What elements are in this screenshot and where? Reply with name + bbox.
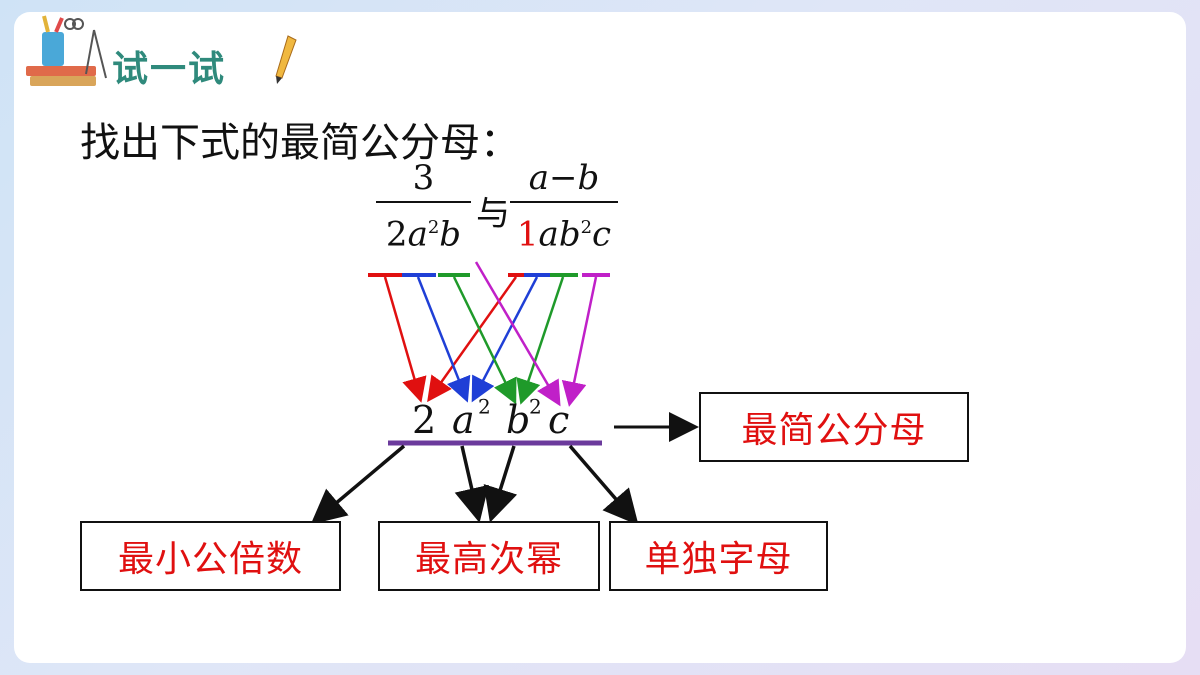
fraction-2: a−b 1ab2c [510, 158, 618, 254]
section-heading: 试一试 [112, 49, 227, 90]
segment-purple [582, 273, 610, 277]
segment-blue-2 [524, 273, 550, 277]
fraction-2-a: a [538, 214, 559, 255]
fraction-2-b: b [558, 214, 581, 255]
segment-red-1 [368, 273, 402, 277]
fraction-1-numerator: 3 [412, 158, 435, 198]
result-a-exp: 2 [478, 394, 491, 419]
result-coef: 2 [412, 398, 437, 442]
pencil-icon [275, 35, 297, 84]
segment-red-2 [508, 273, 524, 277]
fraction-1-coef: 2 [385, 214, 408, 255]
label-highest-power: 最高次幂 [378, 521, 600, 591]
fraction-2-numerator: a−b [528, 158, 600, 198]
fraction-2-coef: 1 [516, 214, 539, 255]
label-lcm: 最小公倍数 [80, 521, 341, 591]
fraction-1: 3 2a2b [376, 158, 471, 254]
instruction-text: 找出下式的最简公分母： [80, 120, 520, 166]
fraction-1-a: a [407, 214, 428, 255]
segment-blue-1 [402, 273, 436, 277]
fraction-2-b-exp: 2 [580, 217, 593, 238]
label-single-letter: 单独字母 [609, 521, 828, 591]
result-a: a [452, 398, 475, 442]
fraction-2-bar [510, 201, 618, 203]
connector-text: 与 [476, 194, 510, 234]
label-lcd: 最简公分母 [699, 392, 969, 462]
fraction-1-a-exp: 2 [427, 217, 440, 238]
fraction-1-bar [376, 201, 471, 203]
result-b: b [506, 398, 531, 442]
result-c: c [548, 398, 570, 442]
result-b-exp: 2 [529, 394, 542, 419]
segment-green-1 [438, 273, 470, 277]
fraction-2-c: c [592, 214, 612, 255]
stationery-icon [26, 15, 107, 86]
fraction-1-b: b [439, 214, 462, 255]
segment-green-2 [550, 273, 578, 277]
